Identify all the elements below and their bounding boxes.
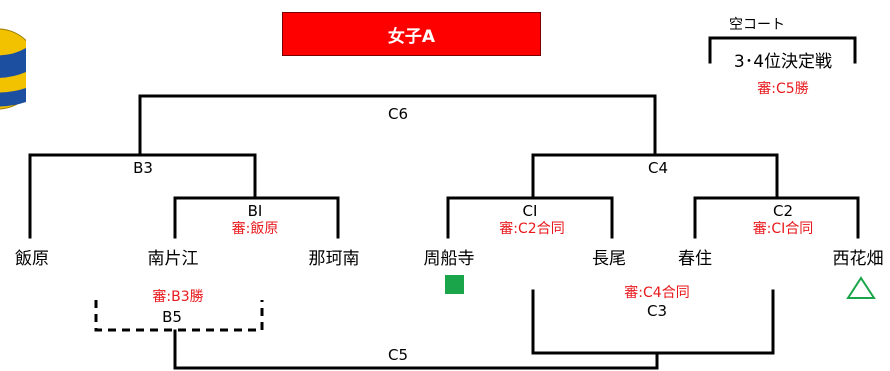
match-b1-label: BⅠ (247, 202, 263, 220)
bracket-title: 女子A (282, 12, 541, 56)
team-name: 周船寺 (423, 249, 475, 269)
match-c4-line (531, 153, 779, 200)
empty-court-label: 空コート (729, 17, 785, 33)
match-c5-line (173, 329, 659, 370)
team-name: 西花畑 (832, 249, 884, 269)
match-b5-ref: 審:B3勝 (152, 289, 204, 305)
match-c6-line (138, 94, 657, 157)
third-place-ref: 審:C5勝 (757, 81, 809, 97)
match-b1-ref: 審:飯原 (231, 221, 279, 237)
third-place-bracket (708, 36, 857, 64)
match-b3-line (28, 153, 257, 239)
match-c1-label: CⅠ (522, 202, 538, 220)
match-b3-label: B3 (133, 159, 153, 177)
match-b5-label: B5 (162, 308, 182, 326)
third-place-label: 3･4位決定戦 (733, 52, 833, 72)
green-triangle-outline-icon (846, 276, 876, 299)
match-c4-label: C4 (647, 159, 669, 177)
match-b5-dashed-line (94, 300, 264, 332)
match-c2-label: C2 (772, 202, 794, 220)
match-c6-label: C6 (387, 105, 409, 123)
team-name: 長尾 (592, 249, 626, 269)
team-name: 春住 (678, 249, 712, 269)
match-b1-line (173, 196, 340, 239)
match-c1-ref: 審:C2合同 (499, 221, 565, 237)
team-name: 飯原 (15, 249, 49, 269)
team-name: 南片江 (147, 249, 199, 269)
match-c3-label: C3 (646, 302, 668, 320)
team-name: 那珂南 (308, 249, 360, 269)
match-c5-label: C5 (387, 346, 409, 364)
match-c3-ref: 審:C4合同 (624, 285, 690, 301)
match-c2-line (693, 196, 860, 239)
match-c3-line (531, 289, 775, 355)
match-c1-line (446, 196, 614, 239)
green-square-icon (445, 275, 464, 294)
match-c2-ref: 審:CⅠ合同 (752, 221, 814, 237)
